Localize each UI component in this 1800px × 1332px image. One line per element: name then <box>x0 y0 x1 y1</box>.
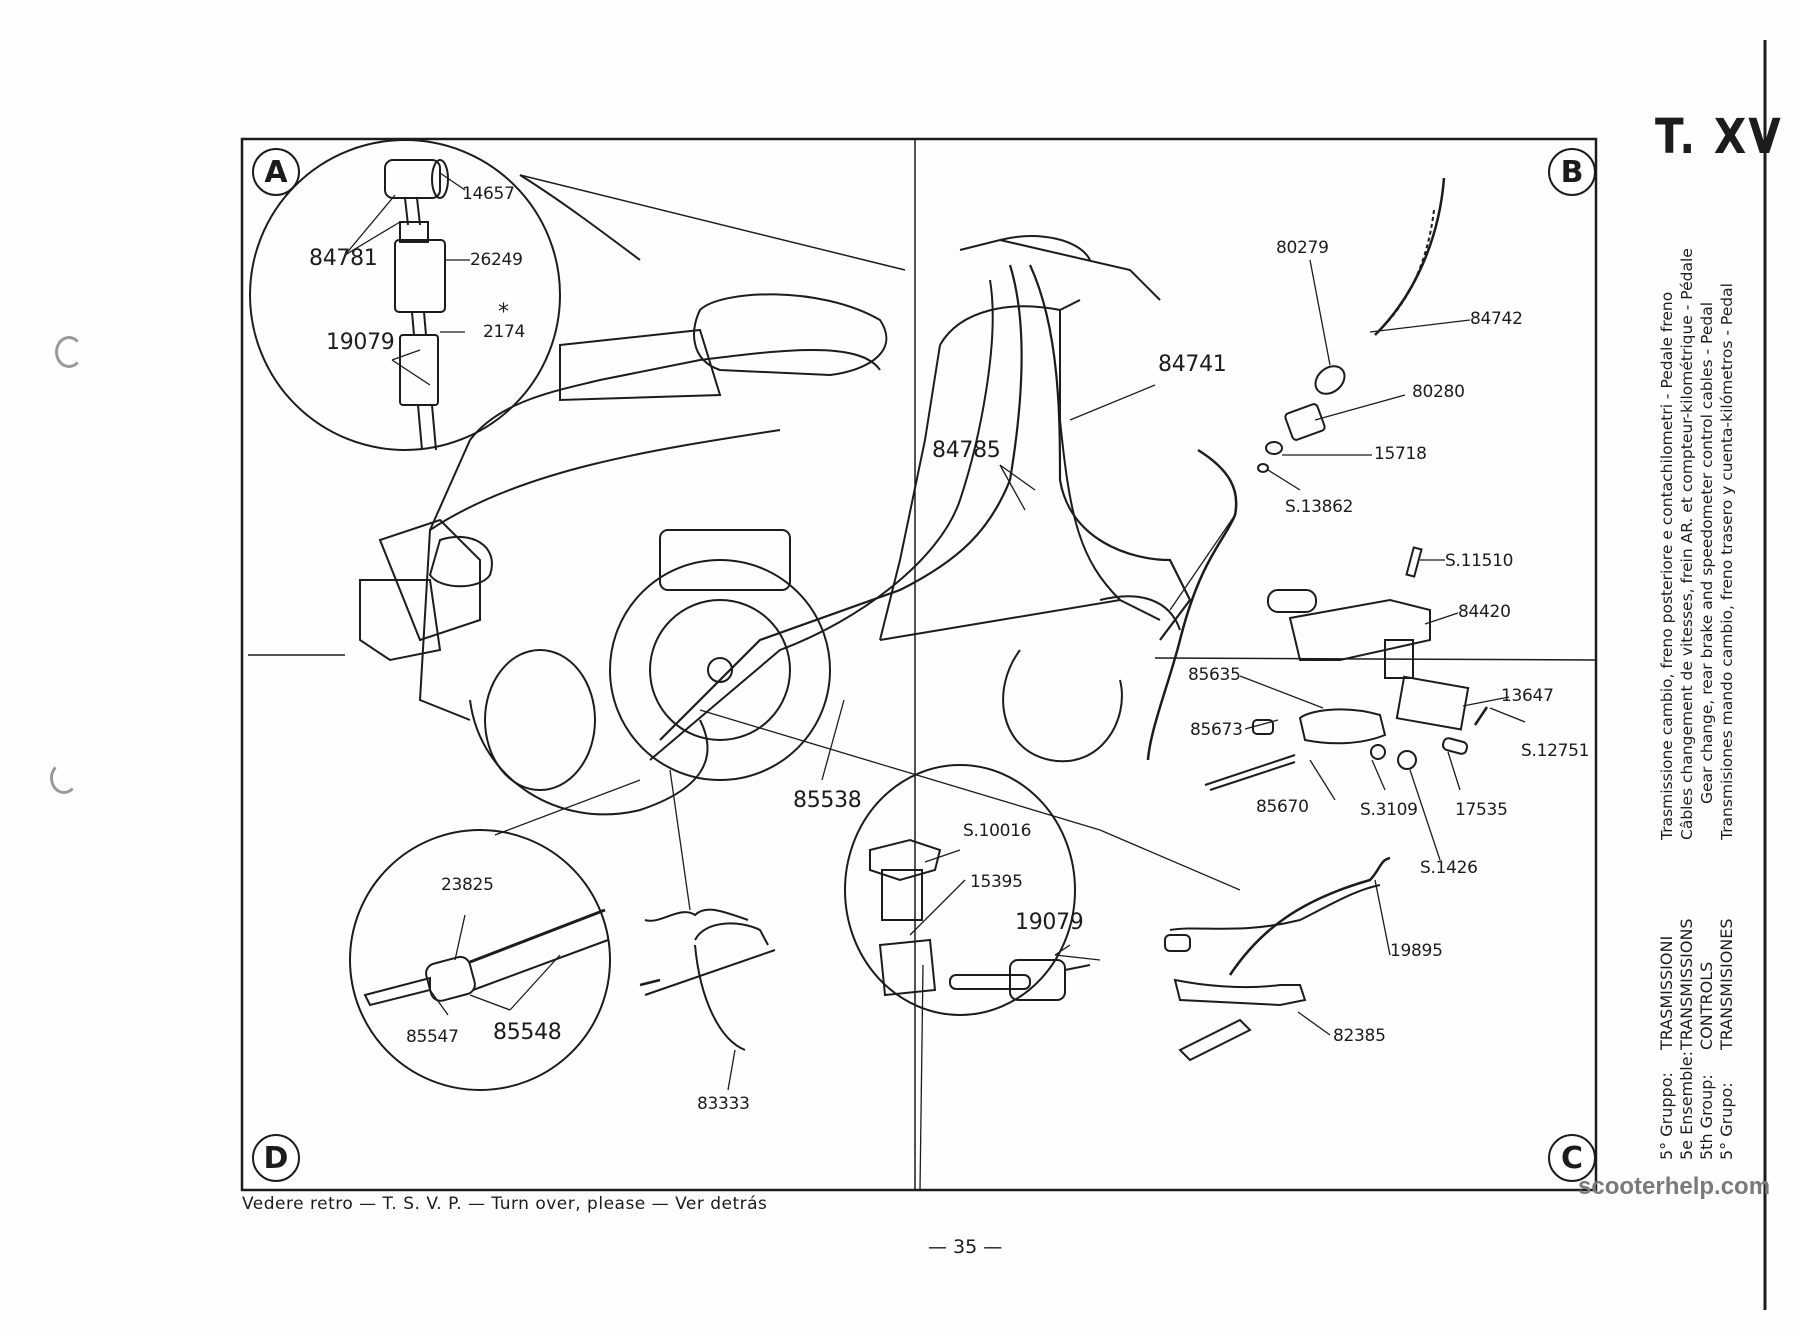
part-label: S.11510 <box>1445 551 1514 571</box>
horizontal-divider-right <box>1154 657 1597 661</box>
part-label: 85538 <box>793 788 862 813</box>
part-label: 85548 <box>493 1020 562 1045</box>
detail-c-leaders <box>699 675 1526 1191</box>
group-heading-en: 5th Group:CONTROLS <box>1697 961 1716 1160</box>
part-label: 84781 <box>309 246 378 271</box>
part-label: 13647 <box>1501 686 1554 706</box>
part-label: S.12751 <box>1521 741 1590 761</box>
part-label: 17535 <box>1455 800 1508 820</box>
binder-hole-mark <box>55 336 83 368</box>
part-label: 84742 <box>1470 309 1523 329</box>
detail-d-parts <box>363 908 776 1051</box>
group-heading-it: 5° Gruppo:TRASMISSIONI <box>1657 935 1676 1160</box>
detail-circle-c <box>844 764 1076 1016</box>
part-label: 85547 <box>406 1027 459 1047</box>
plate-id: T. XV <box>1655 108 1783 165</box>
part-label: 80280 <box>1412 382 1465 402</box>
description-line-it: Trasmissione cambio, freno posteriore e … <box>1658 291 1676 840</box>
scooter-outline <box>359 174 1192 816</box>
quadrant-marker-d: D <box>252 1134 300 1182</box>
part-label: 14657 <box>462 184 515 204</box>
part-label: 84785 <box>932 438 1001 463</box>
group-heading: 5° Gruppo:TRASMISSIONI 5e Ensemble:TRANS… <box>1657 918 1737 1160</box>
diagram-frame <box>240 137 1598 1192</box>
detail-a-callout-line <box>519 174 906 271</box>
part-label: 84420 <box>1458 602 1511 622</box>
part-label: S.10016 <box>963 821 1032 841</box>
detail-d-leaders <box>429 769 736 1091</box>
part-label: S.13862 <box>1285 497 1354 517</box>
watermark: scooterhelp.com <box>1578 1173 1771 1200</box>
part-label: 26249 <box>470 250 523 270</box>
part-label: 85670 <box>1256 797 1309 817</box>
part-label: 85673 <box>1190 720 1243 740</box>
quadrant-marker-c: C <box>1548 1134 1596 1182</box>
detail-b-parts <box>1257 177 1446 679</box>
part-label: 84741 <box>1158 352 1227 377</box>
detail-b-leaders <box>999 259 1471 625</box>
part-label: 23825 <box>441 875 494 895</box>
description-line-es: Transmisiones mando cambio, freno traser… <box>1718 283 1736 840</box>
part-label: 15718 <box>1374 444 1427 464</box>
detail-a-leaders <box>344 172 470 386</box>
detail-circle-d <box>349 829 611 1091</box>
part-label-asterisk: * <box>498 300 509 325</box>
turn-over-note: Vedere retro — T. S. V. P. — Turn over, … <box>242 1194 768 1214</box>
part-label: 15395 <box>970 872 1023 892</box>
description-block: Trasmissione cambio, freno posteriore e … <box>1657 248 1737 840</box>
quadrant-marker-a: A <box>252 148 300 196</box>
part-label: S.1426 <box>1420 858 1478 878</box>
detail-a-parts <box>384 159 449 451</box>
group-heading-es: 5° Grupo:TRANSMISIONES <box>1717 918 1736 1160</box>
brace-b <box>1146 448 1238 761</box>
part-label: 82385 <box>1333 1026 1386 1046</box>
part-label: 19079 <box>326 330 395 355</box>
part-label: 19079 <box>1015 910 1084 935</box>
description-line-fr: Câbles changement de vitesses, frein AR.… <box>1678 248 1696 840</box>
description-line-en: Gear change, rear brake and speedometer … <box>1698 301 1716 804</box>
part-label: 80279 <box>1276 238 1329 258</box>
part-label: 83333 <box>697 1094 750 1114</box>
page-number: — 35 — <box>928 1236 1003 1258</box>
detail-c-parts <box>844 675 1489 1062</box>
part-label: 85635 <box>1188 665 1241 685</box>
group-heading-fr: 5e Ensemble:TRANSMISSIONS <box>1677 918 1696 1160</box>
binder-hole-mark <box>50 762 78 794</box>
detail-circle-a <box>249 139 561 451</box>
part-label: 19895 <box>1390 941 1443 961</box>
part-label: S.3109 <box>1360 800 1418 820</box>
quadrant-marker-b: B <box>1548 148 1596 196</box>
part-label: 2174 <box>483 322 526 342</box>
